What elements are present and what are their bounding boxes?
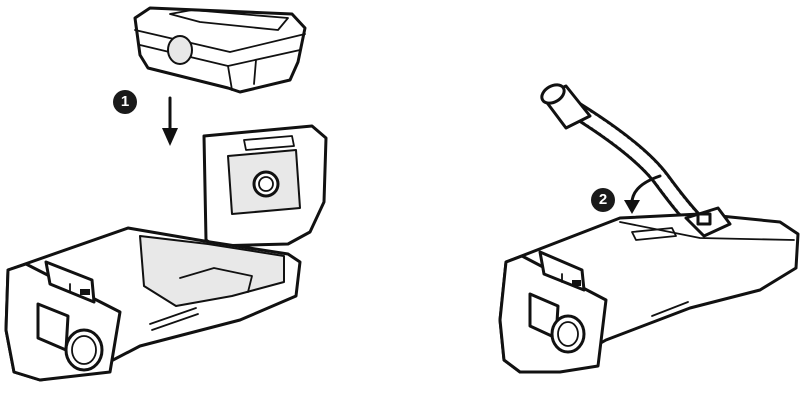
step-2-badge: 2 (591, 188, 615, 212)
water-chamber (135, 8, 305, 92)
device-closed (500, 208, 798, 372)
flexible-tube (539, 81, 700, 226)
down-arrow-icon (162, 98, 178, 146)
device-open-lid (6, 126, 326, 380)
step-1-badge: 1 (113, 90, 137, 114)
